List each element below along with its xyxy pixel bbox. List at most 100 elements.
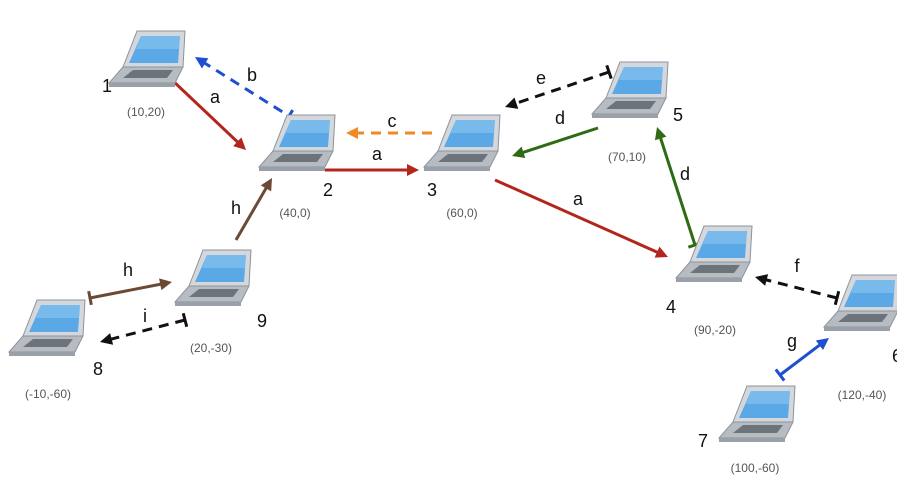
node-6 (822, 274, 897, 331)
arrow-head (195, 57, 209, 69)
laptop-keyboard (438, 154, 488, 162)
edge-3-2-c (346, 127, 432, 139)
edge-line (89, 282, 165, 300)
node-coordinate-label: (120,-40) (838, 388, 887, 402)
edge-label: f (794, 256, 800, 276)
edge-label: a (210, 87, 221, 107)
node-coordinate-label: (70,10) (608, 150, 646, 164)
edge-line (170, 78, 242, 146)
arrow-head (407, 164, 419, 176)
node-5 (590, 61, 669, 118)
laptop-screen-glare (36, 305, 80, 318)
bar-end (605, 64, 613, 80)
edge-5-3-e (505, 64, 613, 109)
node-coordinate-label: (40,0) (279, 206, 310, 220)
laptop-base-edge (259, 167, 325, 171)
edge-label: g (787, 331, 797, 351)
laptop-screen-glare (202, 255, 246, 268)
labels-layer: 1(10,20)2(40,0)3(60,0)4(90,-20)5(70,10)6… (25, 65, 897, 475)
edge-9-2-h (234, 178, 272, 241)
laptop-icon (717, 385, 796, 442)
node-coordinate-label: (-10,-60) (25, 387, 71, 401)
node-coordinate-label: (20,-30) (190, 341, 232, 355)
node-id-label: 9 (257, 311, 267, 331)
laptop-base-edge (109, 83, 175, 87)
laptop-screen-glare (136, 36, 180, 49)
edge-line (658, 134, 697, 246)
node-1 (107, 30, 186, 87)
node-9 (173, 249, 252, 306)
node-id-label: 6 (892, 346, 897, 366)
laptop-screen-glare (286, 120, 330, 133)
node-coordinate-label: (90,-20) (694, 323, 736, 337)
edges-layer (87, 57, 841, 382)
laptop-keyboard (690, 265, 740, 273)
edge-2-3-a (325, 164, 419, 176)
laptop-screen-glare (851, 280, 895, 293)
edge-5-3-d (512, 126, 599, 158)
bar-end (87, 290, 93, 306)
laptop-base-edge (424, 167, 490, 171)
edge-label: d (555, 108, 565, 128)
laptop-base-edge (824, 327, 890, 331)
laptop-icon (107, 30, 186, 87)
edge-label: i (143, 306, 147, 326)
arrow-head (755, 274, 769, 286)
arrow-head (505, 97, 519, 109)
arrow-head (512, 146, 526, 158)
laptop-keyboard (123, 70, 173, 78)
laptop-screen-glare (451, 120, 495, 133)
node-id-label: 4 (666, 297, 676, 317)
arrow-head (260, 178, 272, 192)
edge-label: e (536, 68, 546, 88)
laptop-icon (257, 114, 336, 171)
nodes-layer (7, 30, 897, 442)
arrow-head (654, 127, 667, 141)
edge-7-6-g (774, 338, 829, 382)
edge-label: a (372, 144, 383, 164)
edge-3-4-a (494, 178, 668, 258)
node-2 (257, 114, 336, 171)
edge-label: b (247, 65, 257, 85)
edge-label: a (573, 189, 584, 209)
edge-4-5-d (654, 127, 703, 249)
node-coordinate-label: (60,0) (446, 206, 477, 220)
laptop-icon (822, 274, 897, 331)
laptop-base-edge (592, 114, 658, 118)
edge-line (512, 70, 610, 106)
laptop-keyboard (838, 314, 888, 322)
laptop-base-edge (9, 352, 75, 356)
node-coordinate-label: (100,-60) (731, 461, 780, 475)
node-id-label: 2 (323, 180, 333, 200)
laptop-screen-glare (746, 391, 790, 404)
node-7 (717, 385, 796, 442)
node-4 (674, 225, 753, 282)
node-id-label: 1 (102, 76, 112, 96)
arrow-head (815, 338, 829, 351)
edge-line (494, 178, 662, 256)
node-coordinate-label: (10,20) (127, 105, 165, 119)
edge-label: c (388, 111, 397, 131)
edge-1-2-a (166, 73, 246, 150)
laptop-keyboard (189, 289, 239, 297)
laptop-keyboard (606, 101, 656, 109)
edge-line (519, 126, 599, 155)
arrow-head (346, 127, 358, 139)
laptop-screen-glare (619, 67, 663, 80)
laptop-icon (590, 61, 669, 118)
laptop-icon (674, 225, 753, 282)
edge-line (107, 318, 186, 342)
node-id-label: 3 (427, 180, 437, 200)
laptop-base-edge (676, 278, 742, 282)
node-id-label: 8 (93, 359, 103, 379)
edge-6-4-f (755, 274, 841, 306)
laptop-icon (173, 249, 252, 306)
laptop-icon (422, 114, 501, 171)
laptop-base-edge (719, 438, 785, 442)
edge-line (779, 341, 824, 377)
laptop-keyboard (23, 339, 73, 347)
bar-end (774, 368, 786, 382)
arrow-head (233, 137, 246, 150)
edge-8-9-h (87, 278, 172, 306)
